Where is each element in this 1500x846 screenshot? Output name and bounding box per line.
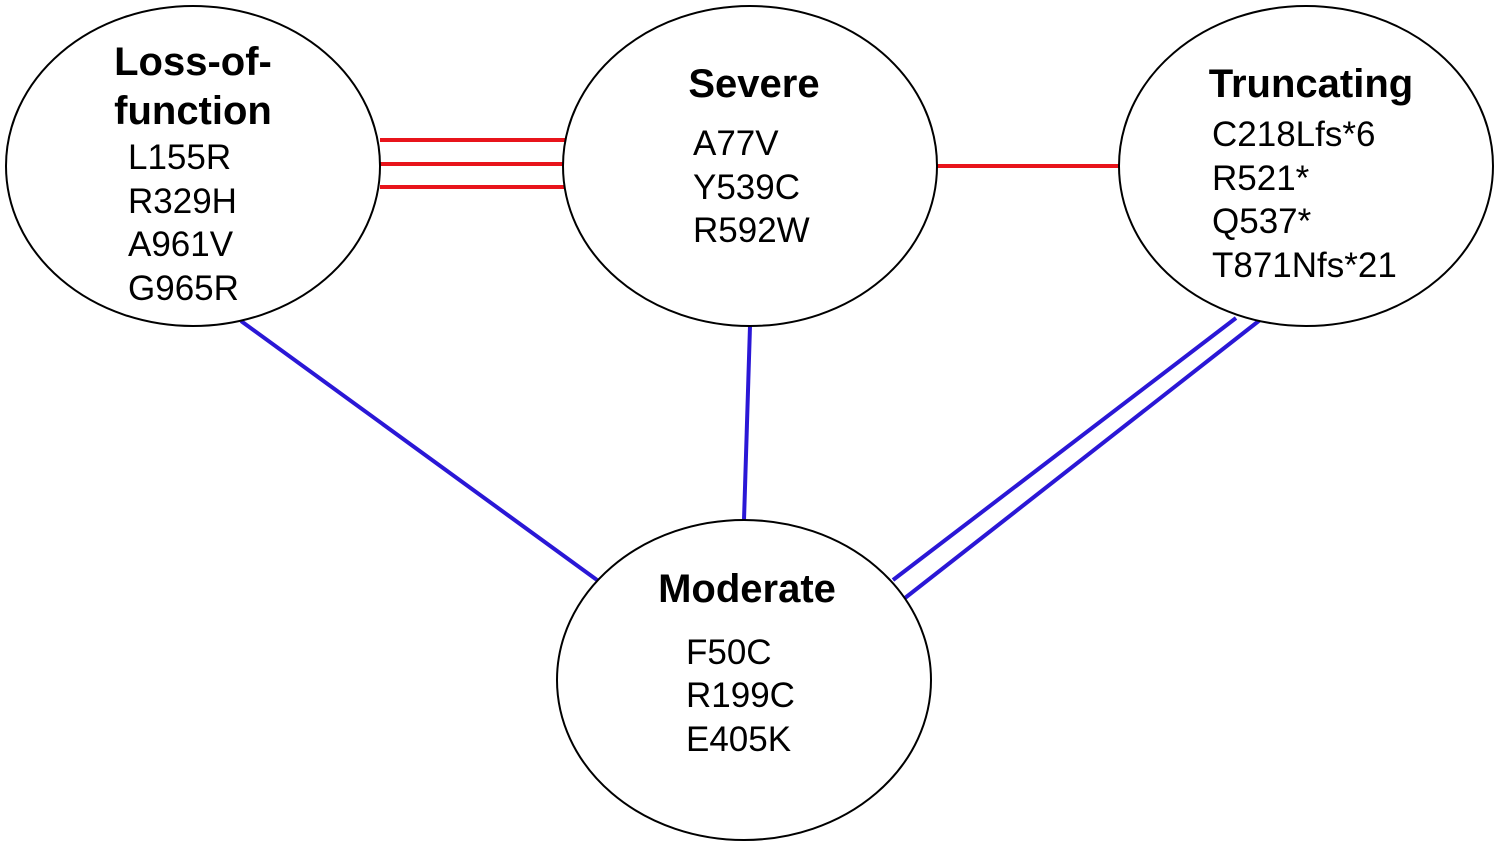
node-title: Severe	[688, 62, 819, 106]
variant-label: F50C	[686, 633, 772, 672]
variant-label: R199C	[686, 676, 795, 715]
node-title: Truncating	[1209, 62, 1413, 106]
node-title: function	[114, 89, 272, 133]
node-title: Moderate	[658, 567, 836, 611]
edge-truncating-moderate-line-1	[891, 316, 1238, 582]
edge-severe-moderate-line-1	[742, 325, 752, 521]
node-moderate-ellipse	[556, 519, 932, 841]
edge-severe-moderate	[742, 325, 752, 521]
variant-label: C218Lfs*6	[1212, 115, 1375, 154]
variant-label: G965R	[128, 269, 239, 308]
edge-loss-moderate-line-1	[239, 319, 599, 582]
variant-label: L155R	[128, 138, 231, 177]
edge-truncating-moderate-line-2	[903, 318, 1262, 600]
node-title: Loss-of-	[114, 40, 272, 84]
variant-label: A961V	[128, 225, 234, 264]
variant-label: R329H	[128, 182, 237, 221]
node-moderate: Moderate F50C R199C E405K	[556, 519, 932, 841]
edge-truncating-moderate	[891, 316, 1262, 600]
edge-loss-moderate	[239, 319, 599, 582]
node-loss-of-function-ellipse	[5, 5, 381, 327]
variant-label: T871Nfs*21	[1212, 246, 1397, 285]
node-truncating: Truncating C218Lfs*6 R521* Q537* T871Nfs…	[1118, 5, 1494, 327]
edge-loss-severe	[380, 138, 565, 189]
variant-label: A77V	[693, 124, 779, 163]
node-severe: Severe A77V Y539C R592W	[562, 5, 938, 327]
node-severe-ellipse	[562, 5, 938, 327]
edges	[239, 138, 1262, 600]
node-loss-of-function: Loss-of- function L155R R329H A961V G965…	[5, 5, 381, 327]
variant-label: R592W	[693, 211, 810, 250]
variant-label: E405K	[686, 720, 791, 759]
variant-label: R521*	[1212, 159, 1310, 198]
variant-label: Q537*	[1212, 202, 1312, 241]
variant-label: Y539C	[693, 168, 800, 207]
node-truncating-ellipse	[1118, 5, 1494, 327]
